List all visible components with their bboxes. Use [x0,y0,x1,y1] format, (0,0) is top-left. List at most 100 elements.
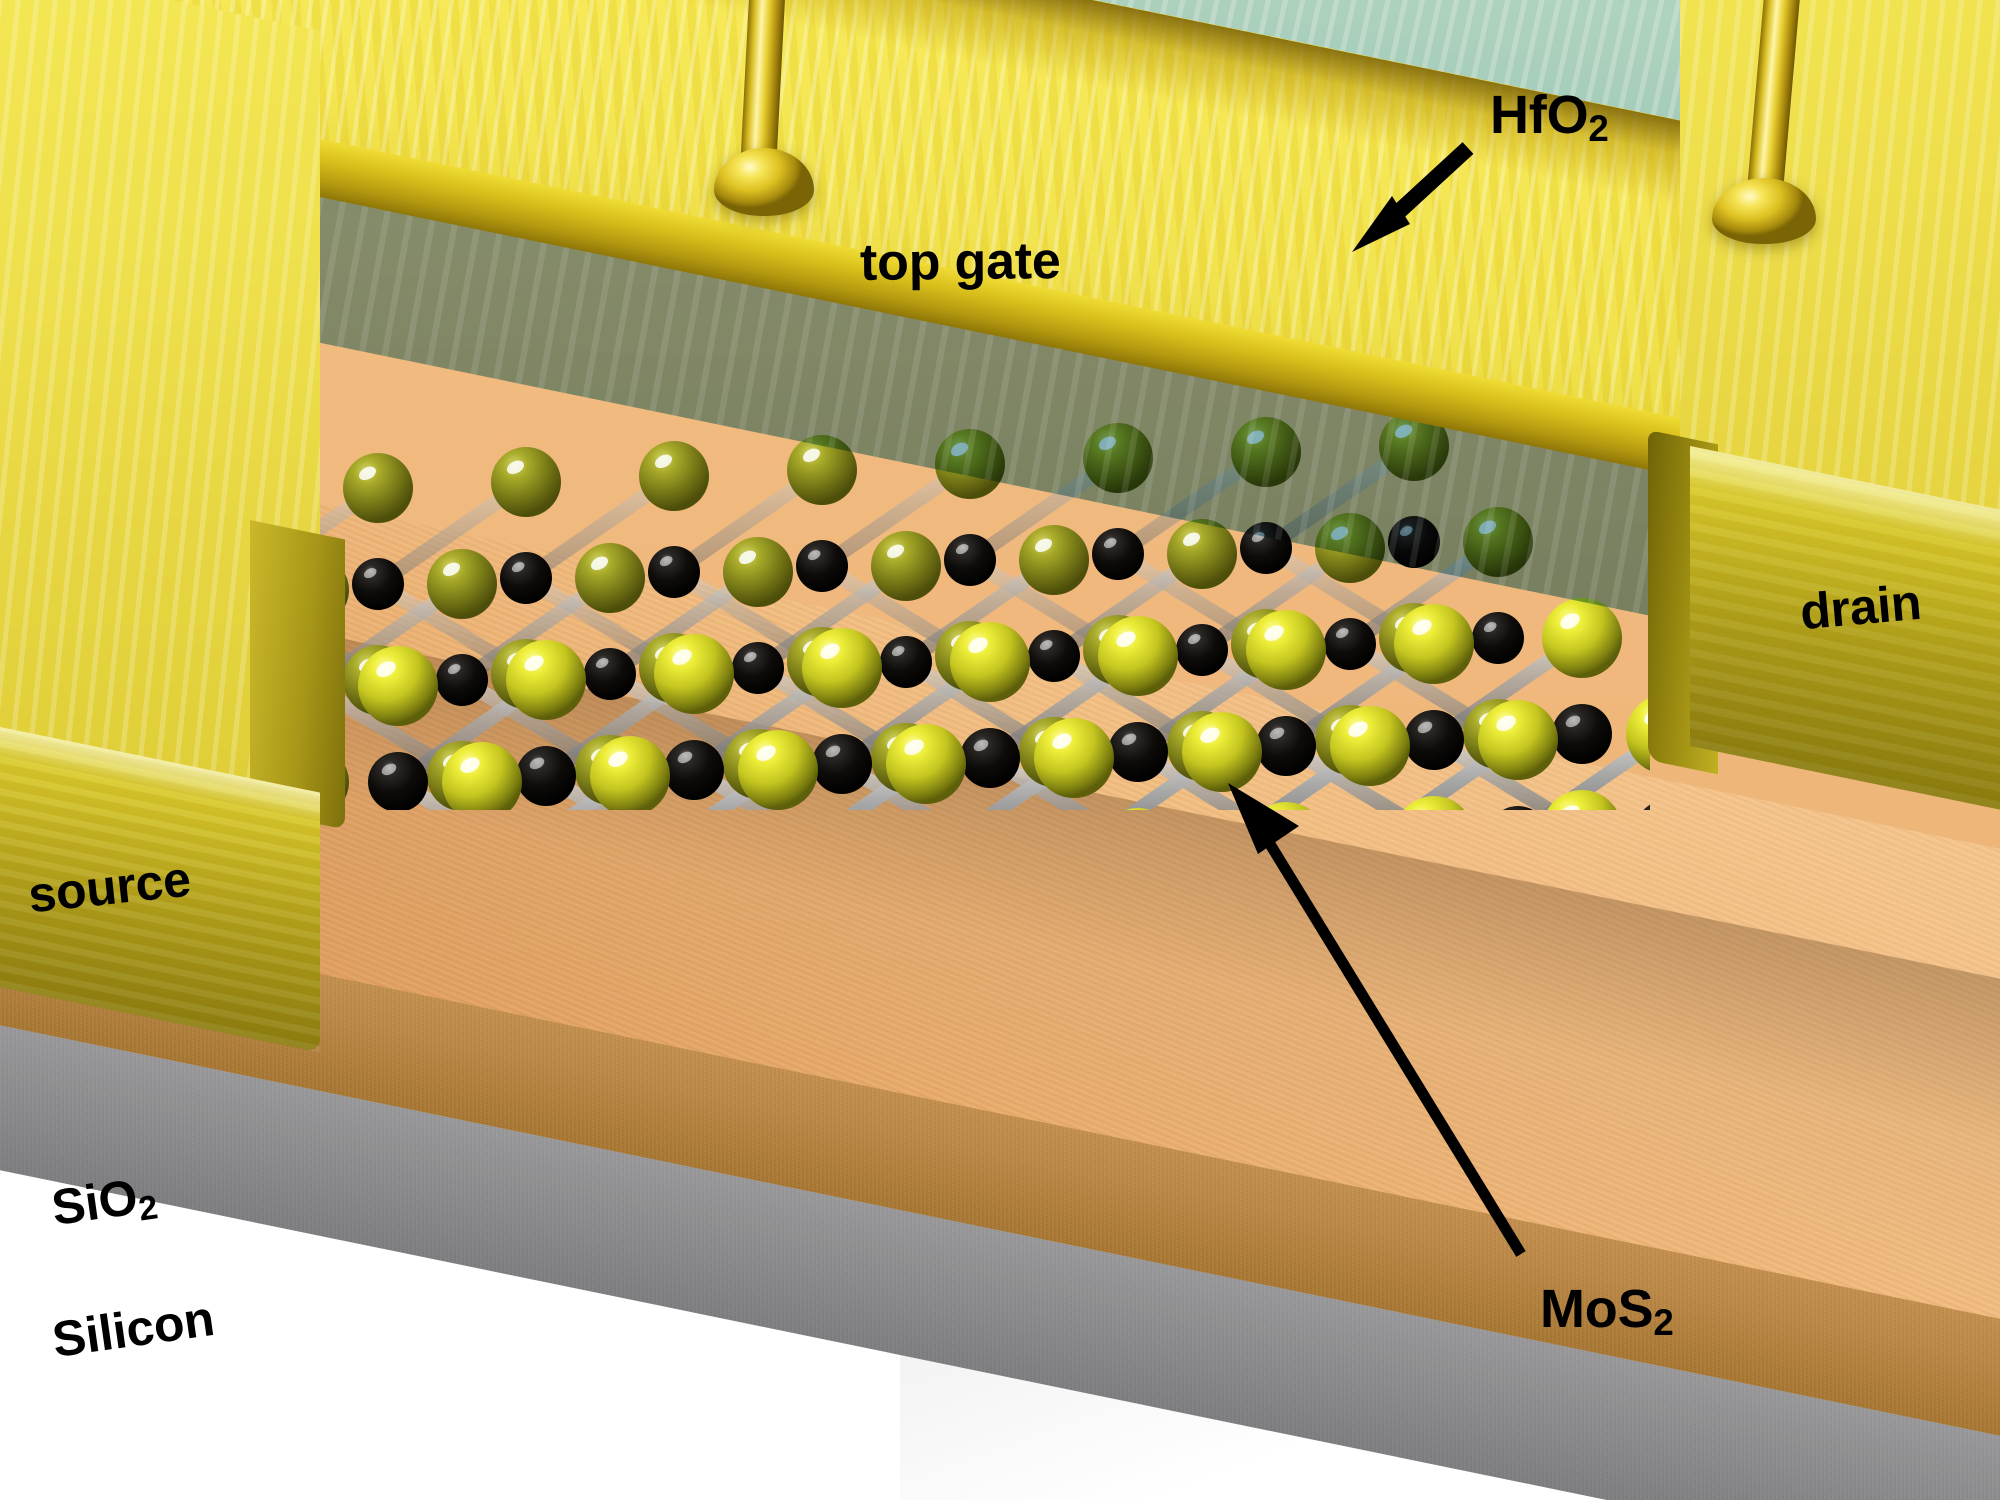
sulfur-sphere [1478,700,1558,780]
sulfur-sphere [738,730,818,810]
atom-specular-highlight [1121,733,1137,746]
atom-specular-highlight [756,745,776,761]
sulfur-atom [802,628,882,708]
molybdenum-sphere [796,540,848,592]
atom-specular-highlight [1560,613,1580,629]
sulfur-atom [1098,808,1178,888]
atom-specular-highlight [973,739,989,752]
molybdenum-sphere [1256,716,1316,776]
atom-specular-highlight [1496,715,1516,731]
sulfur-sphere [1394,796,1474,876]
atom-specular-highlight [590,556,609,571]
atom-specular-highlight [743,652,757,663]
atom-specular-highlight [511,562,525,573]
gate-probe-contact-ball [714,148,814,216]
atom-specular-highlight [738,550,757,565]
sulfur-atom [1542,598,1622,678]
label-top-gate: top gate [859,232,1061,292]
sulfur-sphere [639,441,709,511]
molybdenum-sphere [1092,528,1144,580]
label-mos2-subscript: 2 [1653,1302,1674,1344]
sulfur-atom [343,453,413,523]
atom-specular-highlight [891,646,905,657]
atom-specular-highlight [376,661,396,677]
atom-specular-highlight [659,556,673,567]
sulfur-sphere [1394,604,1474,684]
atom-specular-highlight [825,745,841,758]
atom-specular-highlight [904,739,924,755]
molybdenum-atom [648,546,700,598]
atom-specular-highlight [1187,634,1201,645]
atom-specular-highlight [1116,631,1136,647]
molybdenum-sphere [368,752,428,812]
molybdenum-atom [1472,612,1524,664]
molybdenum-sphere [960,728,1020,788]
atom-specular-highlight [1182,532,1201,547]
atom-specular-highlight [968,637,988,653]
molybdenum-atom [368,752,428,812]
sulfur-atom [1330,706,1410,786]
sulfur-sphere [1098,808,1178,888]
sulfur-sphere [654,634,734,714]
atom-specular-highlight [460,757,480,773]
sulfur-atom [738,730,818,810]
molybdenum-atom [1092,528,1144,580]
atom-specular-highlight [381,763,397,776]
sulfur-atom [1394,604,1474,684]
atom-specular-highlight [820,643,840,659]
atom-specular-highlight [802,448,821,463]
sulfur-atom [1478,700,1558,780]
atom-specular-highlight [1412,619,1432,635]
sulfur-atom [575,543,645,613]
sulfur-atom [1098,616,1178,696]
sulfur-sphere [1034,718,1114,798]
atom-specular-highlight [1565,715,1581,728]
atom-specular-highlight [1264,625,1284,641]
atom-specular-highlight [1417,721,1433,734]
sulfur-atom [654,634,734,714]
molybdenum-sphere [1472,612,1524,664]
atom-specular-highlight [955,544,969,555]
molybdenum-sphere [880,636,932,688]
label-drain: drain [1797,573,1924,641]
molybdenum-atom [812,734,872,794]
sulfur-sphere [1246,610,1326,690]
atom-specular-highlight [363,568,377,579]
sulfur-atom [1019,525,1089,595]
molybdenum-atom [1256,716,1316,776]
sulfur-sphere [442,742,522,822]
molybdenum-sphere [648,546,700,598]
molybdenum-atom [352,558,404,610]
molybdenum-atom [1028,630,1080,682]
molybdenum-sphere [1176,624,1228,676]
sulfur-atom [1167,519,1237,589]
sulfur-sphere [1098,616,1178,696]
atom-specular-highlight [1034,538,1053,553]
molybdenum-sphere [584,648,636,700]
sulfur-atom [871,531,941,601]
atom-specular-highlight [1052,733,1072,749]
atom-specular-highlight [358,466,377,481]
sulfur-sphere [358,646,438,726]
atom-specular-highlight [506,460,525,475]
molybdenum-atom [1636,800,1696,860]
molybdenum-atom [960,728,1020,788]
molybdenum-sphere [1324,618,1376,670]
atom-specular-highlight [1200,727,1220,743]
label-hfo2: HfO2 [1490,85,1609,150]
molybdenum-atom [880,636,932,688]
sulfur-sphere [1167,519,1237,589]
sulfur-atom [1246,802,1326,882]
sulfur-atom [787,435,857,505]
molybdenum-sphere [812,734,872,794]
molybdenum-sphere [436,654,488,706]
label-mos2: MoS2 [1540,1279,1674,1344]
atom-specular-highlight [442,562,461,577]
atom-specular-highlight [654,454,673,469]
sulfur-sphere [590,736,670,816]
sulfur-sphere [1182,712,1262,792]
atom-specular-highlight [524,655,544,671]
sulfur-atom [1542,790,1622,870]
sulfur-sphere [787,435,857,505]
